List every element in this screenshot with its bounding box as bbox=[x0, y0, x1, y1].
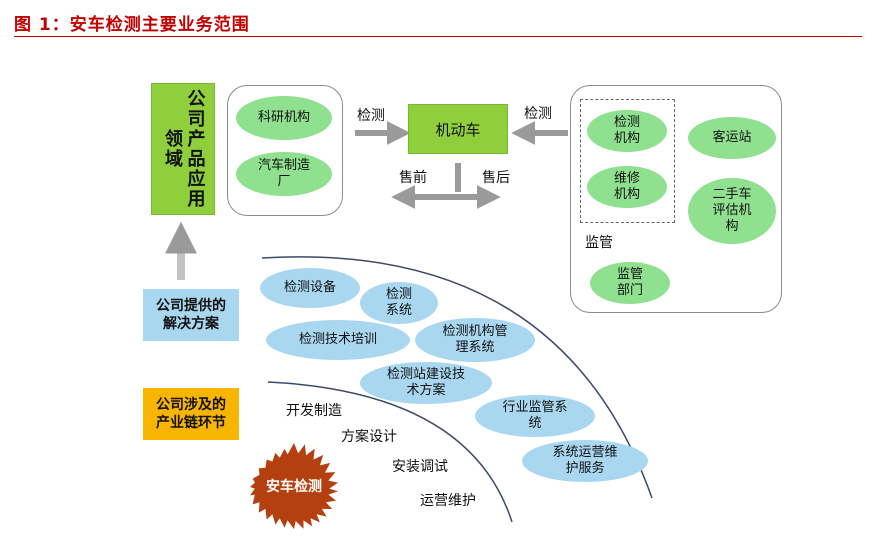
company-starburst bbox=[250, 443, 338, 530]
inspection-org: 检测机构 bbox=[587, 110, 667, 152]
supervision-label: 监管 bbox=[585, 235, 613, 251]
chain-develop: 开发制造 bbox=[286, 403, 342, 419]
product-domain-label: 公司产品应用领域 bbox=[162, 89, 206, 209]
bus-station: 客运站 bbox=[688, 117, 776, 159]
solution-supervision: 行业监管系统 bbox=[475, 395, 595, 437]
research-institute: 科研机构 bbox=[236, 96, 332, 140]
solution-training: 检测技术培训 bbox=[266, 320, 410, 360]
solution-station-build: 检测站建设技术方案 bbox=[360, 362, 492, 404]
solutions-arc bbox=[261, 256, 653, 499]
vehicle-box: 机动车 bbox=[408, 104, 508, 154]
chain-label: 公司涉及的产业链环节 bbox=[143, 388, 239, 440]
product-domain-box: 公司产品应用领域 bbox=[151, 83, 215, 215]
chain-design: 方案设计 bbox=[341, 429, 397, 445]
solutions-label: 公司提供的解决方案 bbox=[143, 289, 239, 341]
chain-operate: 运营维护 bbox=[420, 493, 476, 509]
aftersale-label: 售后 bbox=[482, 170, 510, 186]
chain-install: 安装调试 bbox=[392, 459, 448, 475]
presale-label: 售前 bbox=[399, 170, 427, 186]
solution-equipment: 检测设备 bbox=[260, 268, 360, 308]
service-org-group bbox=[580, 99, 675, 223]
title-divider bbox=[14, 36, 862, 37]
automaker: 汽车制造厂 bbox=[236, 152, 332, 196]
chain-arc bbox=[267, 381, 513, 523]
used-car-appraisal: 二手车评估机构 bbox=[688, 178, 776, 244]
figure-title: 图 1：安车检测主要业务范围 bbox=[14, 15, 250, 35]
solution-org-management: 检测机构管理系统 bbox=[415, 318, 535, 362]
right-detect-label: 检测 bbox=[524, 106, 552, 122]
supervision-dept: 监管部门 bbox=[590, 262, 670, 304]
company-name: 安车检测 bbox=[266, 479, 322, 495]
solution-operation: 系统运营维护服务 bbox=[522, 440, 648, 482]
solution-system: 检测系统 bbox=[360, 282, 438, 324]
left-detect-label: 检测 bbox=[357, 108, 385, 124]
repair-org: 维修机构 bbox=[587, 166, 667, 208]
